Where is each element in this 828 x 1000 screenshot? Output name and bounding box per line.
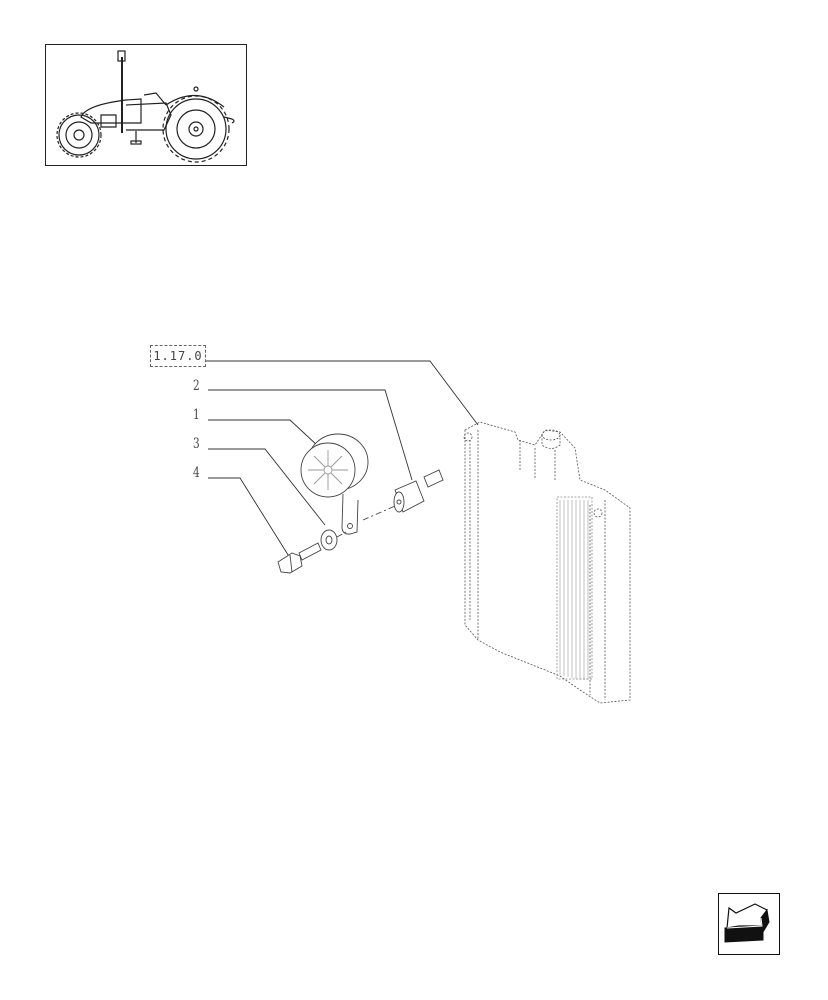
leader-line-ref [206, 360, 479, 426]
callout-3[interactable]: 3 [193, 436, 200, 452]
tractor-thumbnail [45, 44, 247, 166]
leader-line-1 [208, 419, 319, 447]
tractor-icon [56, 50, 235, 163]
radiator-grille [559, 500, 589, 680]
arrow-back-icon [724, 903, 770, 943]
horn-part [300, 433, 369, 535]
spacer-part [393, 469, 444, 513]
callout-1[interactable]: 1 [193, 407, 200, 423]
callout-4[interactable]: 4 [193, 465, 200, 481]
leader-line-3 [208, 448, 326, 526]
callout-2[interactable]: 2 [193, 378, 200, 394]
back-navigation-button[interactable] [718, 893, 780, 955]
bolt-part [277, 542, 322, 574]
radiator-part [463, 421, 631, 704]
leader-line-2 [208, 389, 413, 481]
reference-label[interactable]: 1.17.0 [150, 345, 206, 367]
washer-part [320, 529, 338, 551]
leader-line-4 [208, 477, 291, 559]
